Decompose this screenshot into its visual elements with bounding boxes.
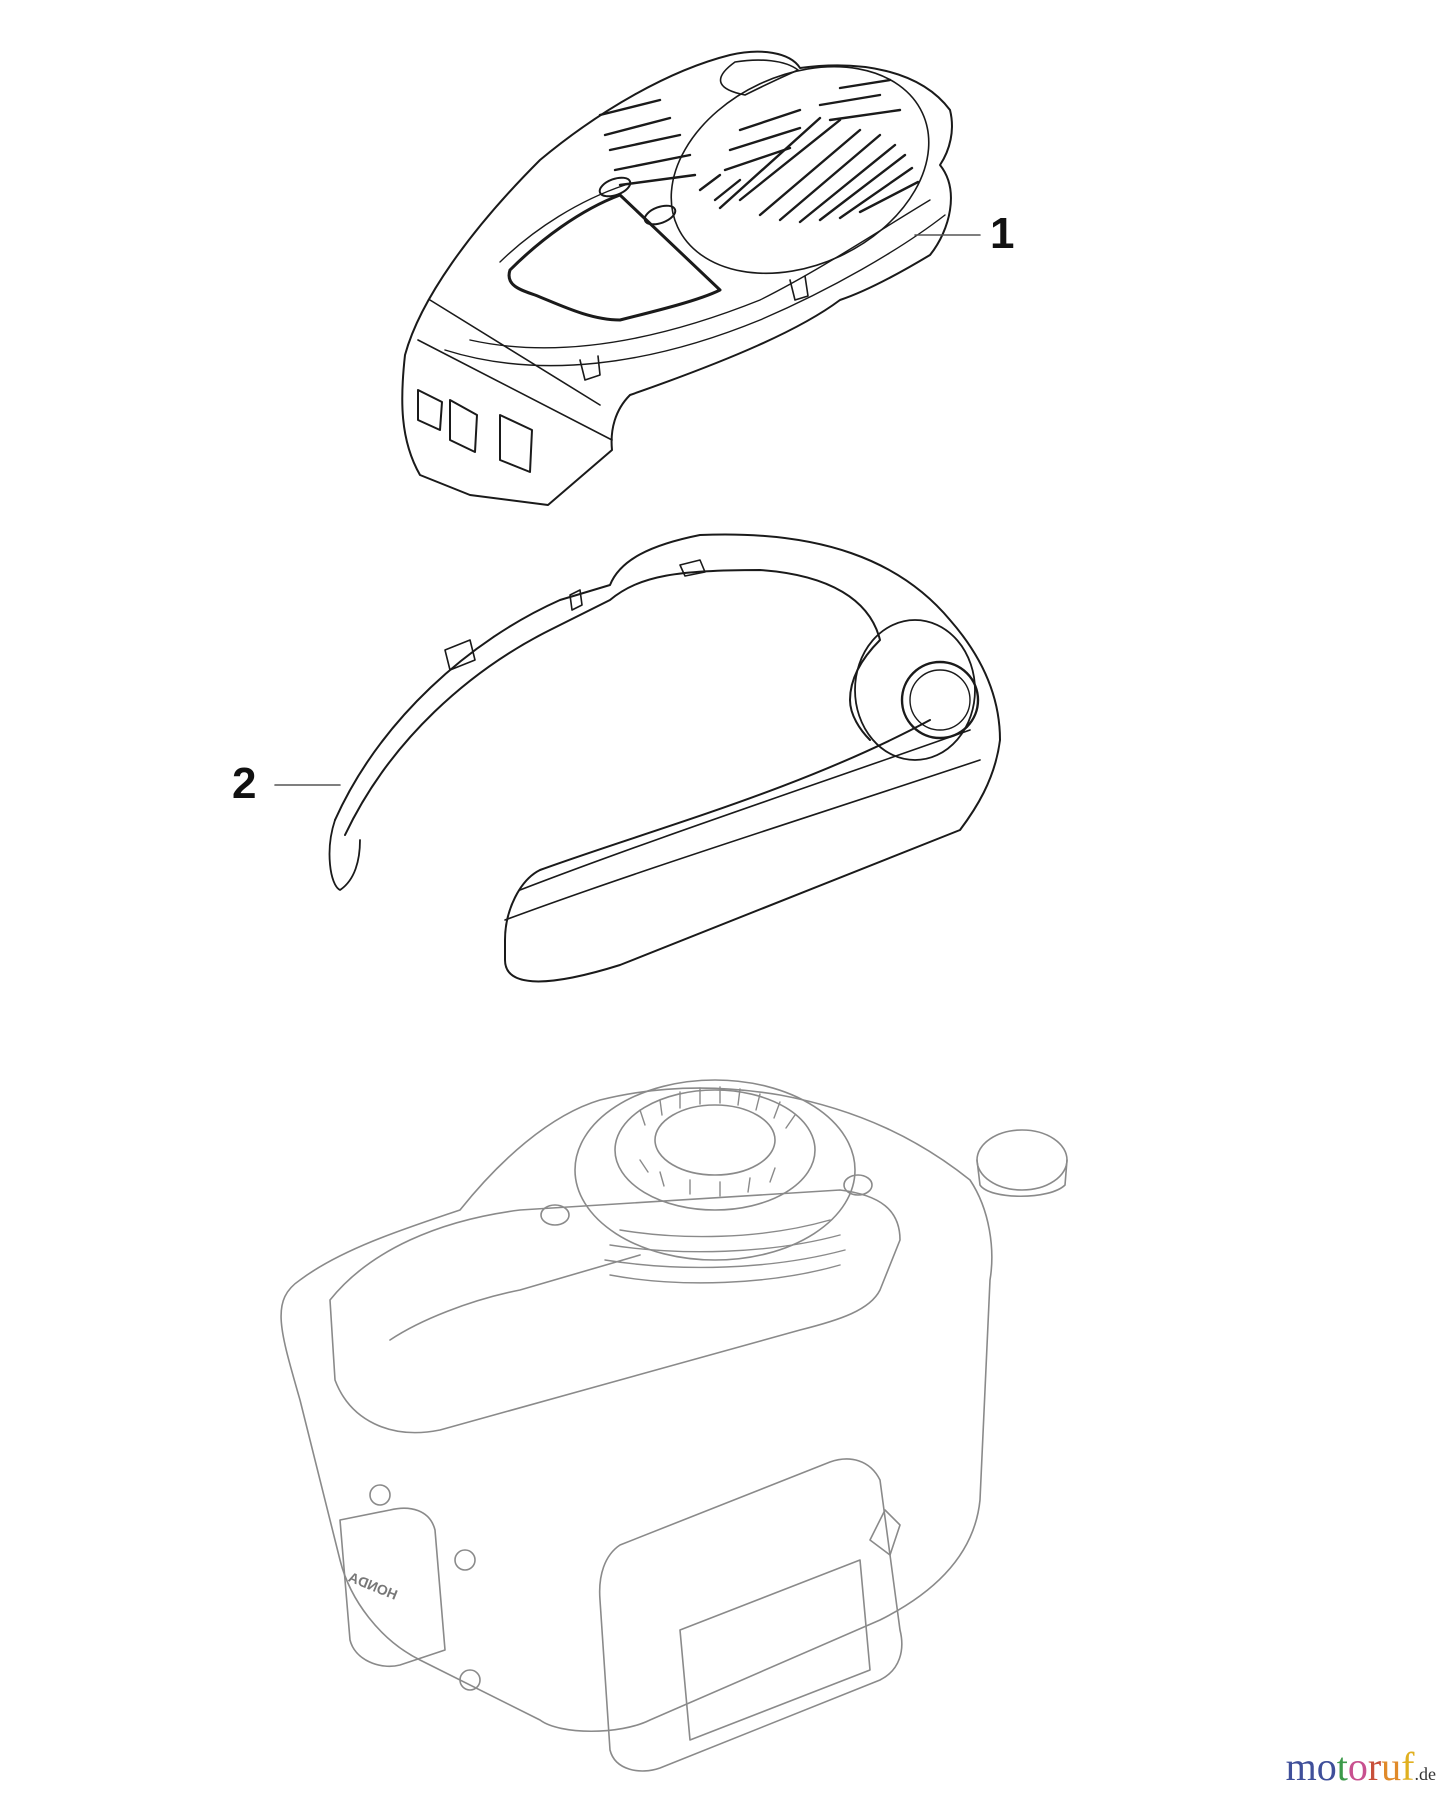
callout-label-1: 1 <box>990 209 1015 258</box>
logo-letter: r <box>1367 1744 1382 1789</box>
svg-text:HONDA: HONDA <box>346 1569 400 1603</box>
logo-letter: u <box>1381 1744 1402 1789</box>
logo-letter: o <box>1347 1744 1368 1789</box>
logo-suffix: .de <box>1414 1764 1437 1784</box>
callout-label-2: 2 <box>232 759 257 808</box>
part-1-top-cover[interactable] <box>401 27 981 506</box>
engine-brand-marking: HONDA <box>346 1569 400 1603</box>
logo-letter: f <box>1401 1744 1415 1789</box>
part-2-cover-frame[interactable] <box>274 533 1001 983</box>
logo-letter: t <box>1336 1744 1348 1789</box>
logo-letter: m <box>1285 1744 1317 1789</box>
logo-letter: o <box>1316 1744 1337 1789</box>
engine-reference <box>280 1079 1068 1772</box>
motoruf-watermark-logo: motoruf.de <box>1286 1743 1436 1790</box>
